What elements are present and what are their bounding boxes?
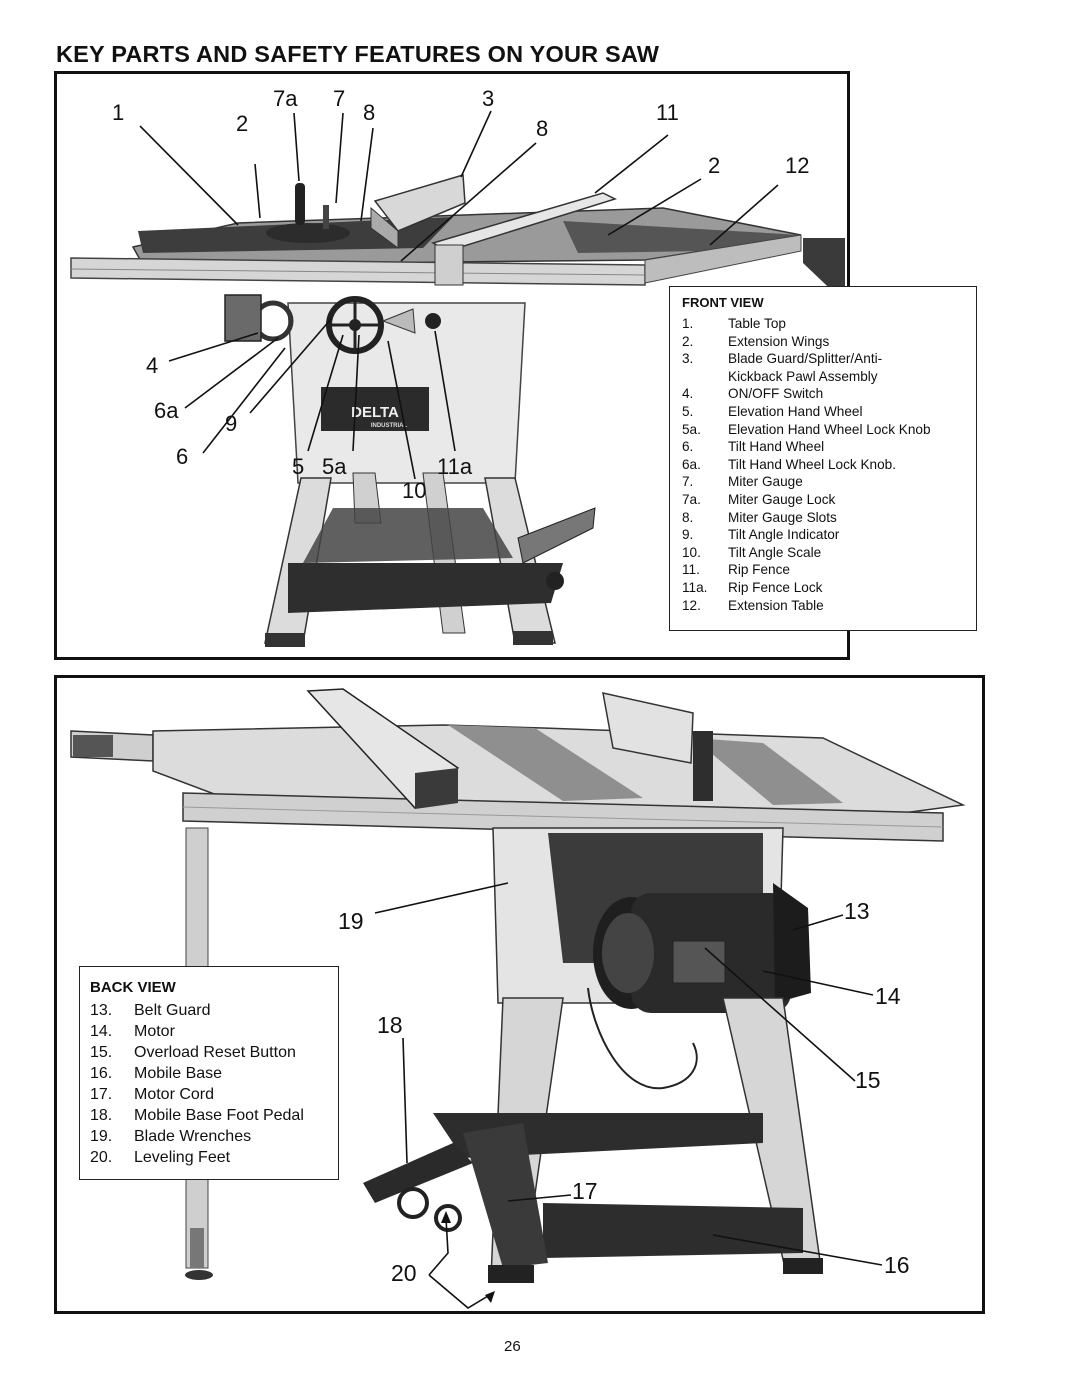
page-title: KEY PARTS AND SAFETY FEATURES ON YOUR SA…	[56, 41, 660, 67]
callout-8-left: 8	[363, 100, 376, 125]
callout-8-right: 8	[536, 116, 549, 141]
legend-item: 20.Leveling Feet	[90, 1149, 231, 1166]
callout-4: 4	[146, 353, 159, 378]
delta-logo-subtext: INDUSTRIAL	[371, 423, 408, 429]
legend-item: 11.Rip Fence	[682, 562, 790, 578]
back-view-legend-title: BACK VIEW	[90, 979, 176, 996]
legend-item: 10.Tilt Angle Scale	[682, 544, 822, 560]
legend-item: Kickback Pawl Assembly	[728, 368, 878, 384]
legend-item: 7.Miter Gauge	[682, 474, 803, 490]
callout-7: 7	[333, 86, 346, 111]
legend-item: 2.Extension Wings	[682, 333, 830, 349]
callout-13: 13	[844, 898, 870, 924]
legend-item: 8.Miter Gauge Slots	[682, 509, 837, 525]
callout-7a: 7a	[273, 86, 298, 111]
callout-1: 1	[112, 100, 125, 125]
callout-11a: 11a	[437, 454, 473, 479]
front-view-saw-illustration: DELTA INDUSTRIAL	[70, 110, 845, 647]
callout-5a: 5a	[322, 454, 347, 479]
callout-12: 12	[785, 153, 810, 178]
callout-11: 11	[656, 100, 679, 125]
legend-item: 5a.Elevation Hand Wheel Lock Knob	[682, 421, 931, 437]
legend-item: 6.Tilt Hand Wheel	[682, 439, 825, 455]
delta-logo: DELTA	[351, 404, 399, 421]
page-number: 26	[504, 1338, 521, 1355]
callout-19: 19	[338, 908, 364, 934]
legend-item: 13.Belt Guard	[90, 1002, 211, 1019]
legend-item: 17.Motor Cord	[90, 1086, 215, 1103]
callout-2: 2	[236, 111, 249, 136]
callout-6: 6	[176, 444, 189, 469]
callout-3: 3	[482, 86, 495, 111]
front-view-legend-title: FRONT VIEW	[682, 295, 764, 310]
callout-14: 14	[875, 983, 901, 1009]
callout-6a: 6a	[154, 398, 179, 423]
back-view-legend: BACK VIEW 13.Belt Guard 14.Motor 15.Over…	[79, 966, 339, 1180]
callout-9: 9	[225, 411, 238, 436]
callout-10: 10	[402, 478, 427, 503]
legend-item: 12.Extension Table	[682, 597, 824, 613]
legend-item: 16.Mobile Base	[90, 1065, 223, 1082]
callout-17: 17	[572, 1178, 598, 1204]
legend-item: 14.Motor	[90, 1023, 175, 1040]
back-view-saw-illustration	[70, 688, 966, 1309]
callout-5: 5	[292, 454, 305, 479]
legend-item: 15.Overload Reset Button	[90, 1044, 296, 1061]
legend-item: 18.Mobile Base Foot Pedal	[90, 1107, 304, 1124]
legend-item: 1.Table Top	[682, 316, 786, 331]
legend-item: 4.ON/OFF Switch	[682, 386, 824, 402]
legend-item: 9.Tilt Angle Indicator	[682, 527, 840, 543]
callout-15: 15	[855, 1067, 881, 1093]
callout-2-right: 2	[708, 153, 721, 178]
callout-16: 16	[884, 1252, 910, 1278]
callout-20: 20	[391, 1260, 417, 1286]
legend-item: 5.Elevation Hand Wheel	[682, 404, 863, 419]
legend-item: 7a.Miter Gauge Lock	[682, 492, 836, 507]
legend-item: 19.Blade Wrenches	[90, 1128, 252, 1145]
front-view-legend: FRONT VIEW 1.Table Top 2.Extension Wings…	[669, 286, 977, 631]
legend-item: 11a.Rip Fence Lock	[682, 580, 823, 595]
legend-item: 3.Blade Guard/Splitter/Anti-	[682, 351, 883, 367]
callout-18: 18	[377, 1012, 403, 1038]
legend-item: 6a.Tilt Hand Wheel Lock Knob.	[682, 456, 896, 472]
